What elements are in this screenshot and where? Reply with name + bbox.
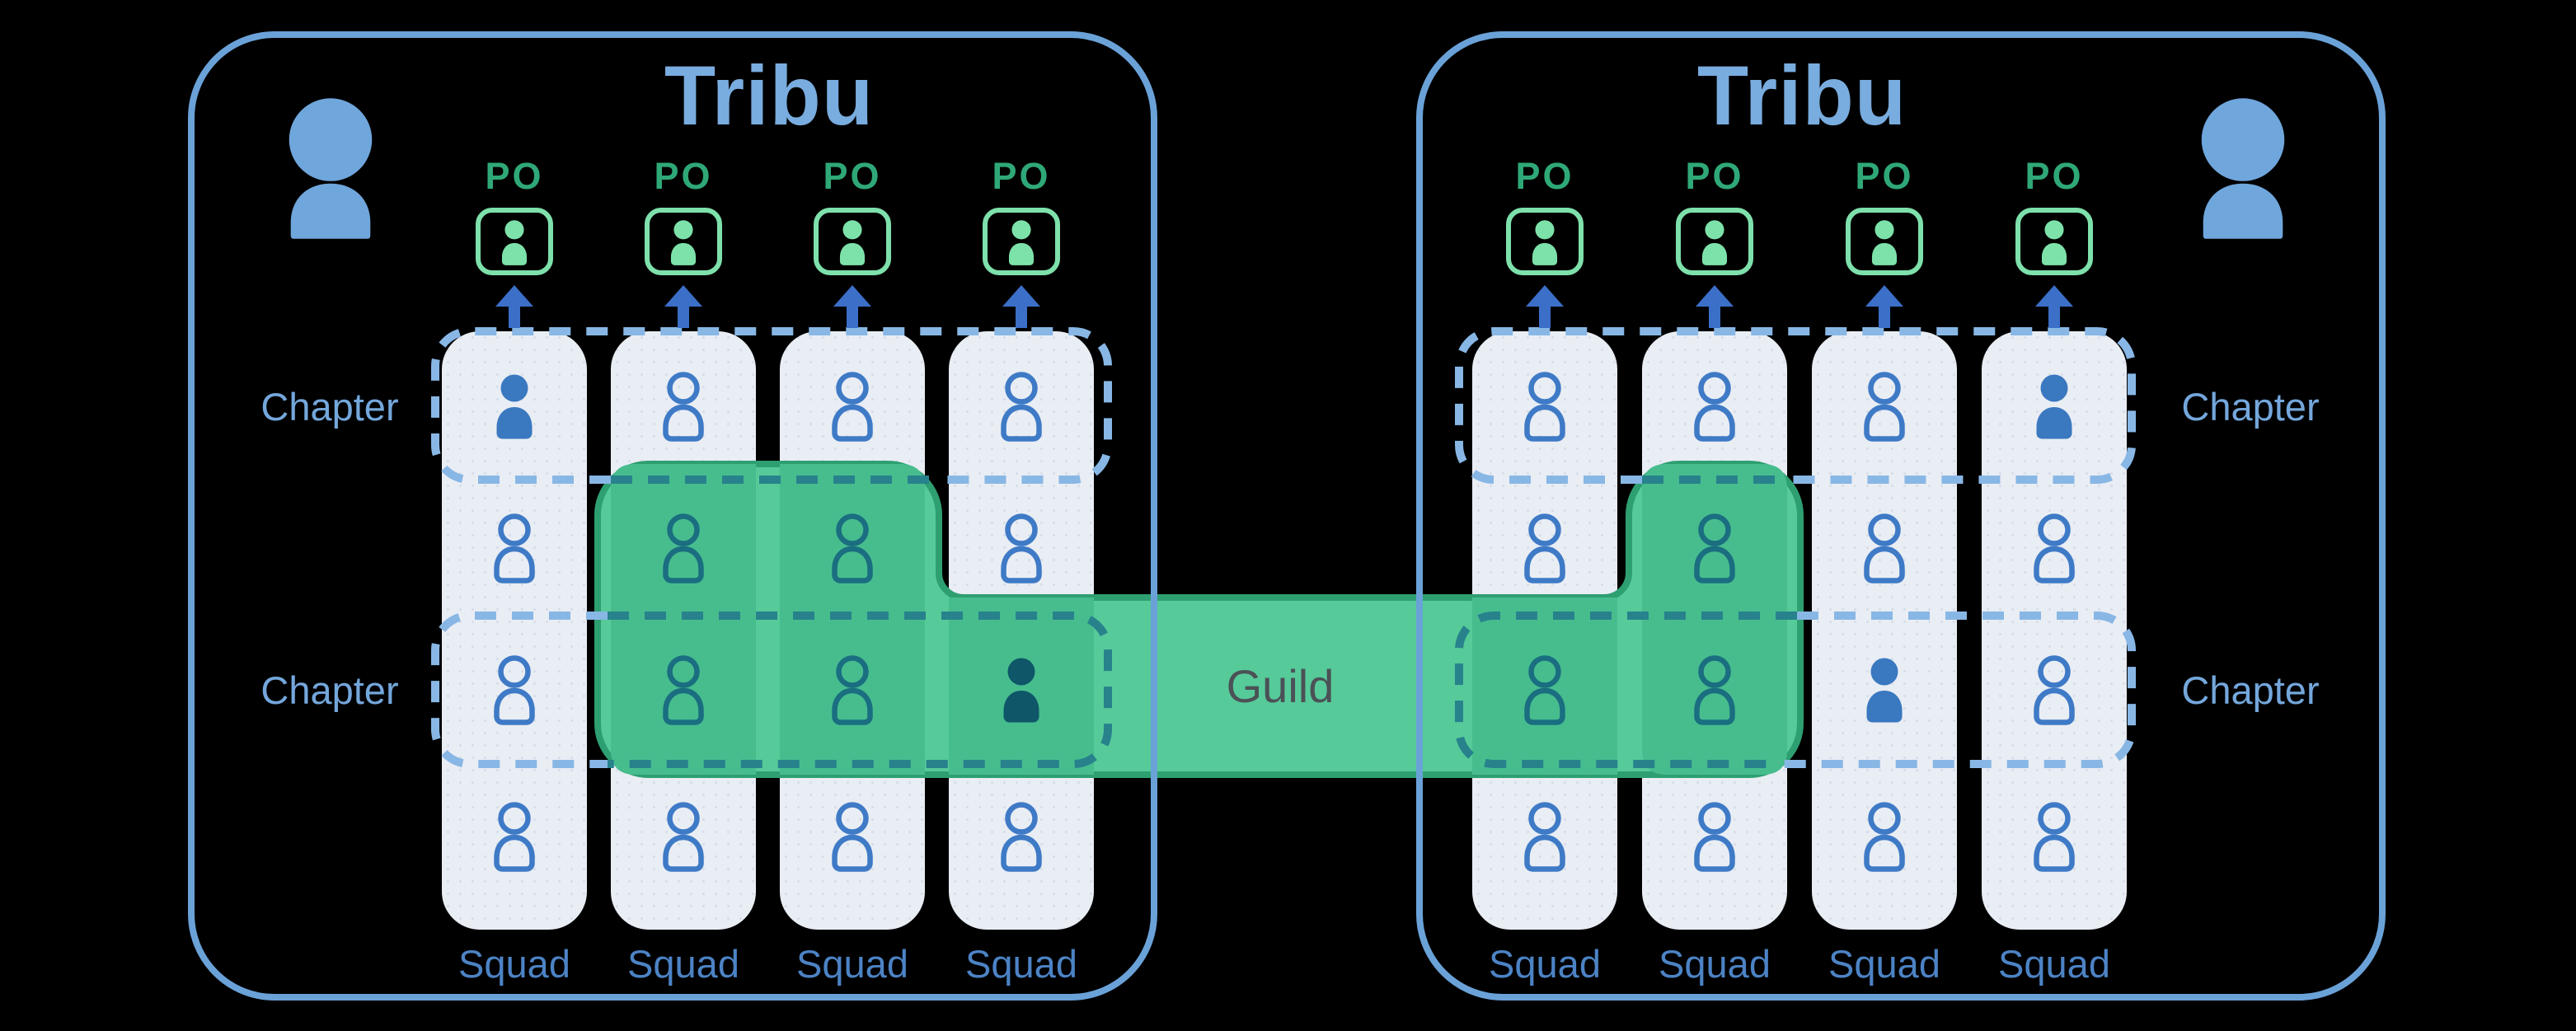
po-label: PO	[654, 155, 713, 197]
squad-label: Squad	[965, 942, 1077, 986]
po-label: PO	[2025, 155, 2084, 197]
po-icon	[662, 216, 705, 268]
arrow-up-icon	[1002, 285, 1040, 328]
squad-label: Squad	[1828, 942, 1940, 986]
po-icon	[1693, 216, 1736, 268]
arrow-up-icon	[664, 285, 702, 328]
arrow-up-icon	[833, 285, 871, 328]
arrow-up-icon	[2035, 285, 2073, 328]
po-icon	[1000, 216, 1043, 268]
po-box	[814, 208, 891, 275]
squad-label: Squad	[1659, 942, 1771, 986]
tribe-title: Tribu	[1696, 49, 1907, 143]
chapter-label: Chapter	[2181, 668, 2320, 712]
po-box	[1846, 208, 1923, 275]
squad-label: Squad	[627, 942, 739, 986]
arrow-up-icon	[1526, 285, 1564, 328]
po-label: PO	[1855, 155, 1914, 197]
po-box	[645, 208, 722, 275]
po-icon	[2033, 216, 2076, 268]
po-label: PO	[823, 155, 882, 197]
arrow-up-icon	[495, 285, 533, 328]
po-box	[2015, 208, 2093, 275]
arrow-up-icon	[1865, 285, 1903, 328]
po-label: PO	[992, 155, 1051, 197]
po-box	[1676, 208, 1753, 275]
tribe-container-right	[1416, 31, 2386, 1001]
chapter-outline	[1455, 612, 1797, 768]
chapter-outline	[431, 327, 1112, 484]
chapter-outline	[1781, 612, 2136, 768]
po-box	[983, 208, 1060, 275]
chapter-outline	[431, 612, 608, 768]
arrow-up-icon	[1696, 285, 1734, 328]
po-label: PO	[1515, 155, 1574, 197]
po-icon	[493, 216, 536, 268]
squad-label: Squad	[796, 942, 908, 986]
tribe-lead-icon	[274, 97, 387, 241]
tribe-container-left	[188, 31, 1157, 1001]
tribe-lead-icon	[2186, 97, 2300, 241]
po-label: PO	[485, 155, 544, 197]
chapter-outline	[608, 612, 1112, 768]
squad-label: Squad	[1489, 942, 1601, 986]
po-label: PO	[1685, 155, 1744, 197]
chapter-label: Chapter	[260, 385, 399, 429]
guild-label: Guild	[1226, 660, 1335, 712]
chapter-label: Chapter	[2181, 385, 2320, 429]
tribe-title: Tribu	[664, 49, 875, 143]
squad-label: Squad	[458, 942, 570, 986]
squad-label: Squad	[1998, 942, 2110, 986]
po-icon	[831, 216, 874, 268]
po-icon	[1523, 216, 1566, 268]
po-icon	[1863, 216, 1906, 268]
po-box	[1506, 208, 1584, 275]
chapter-outline	[1455, 327, 2136, 484]
chapter-label: Chapter	[260, 668, 399, 712]
po-box	[476, 208, 553, 275]
